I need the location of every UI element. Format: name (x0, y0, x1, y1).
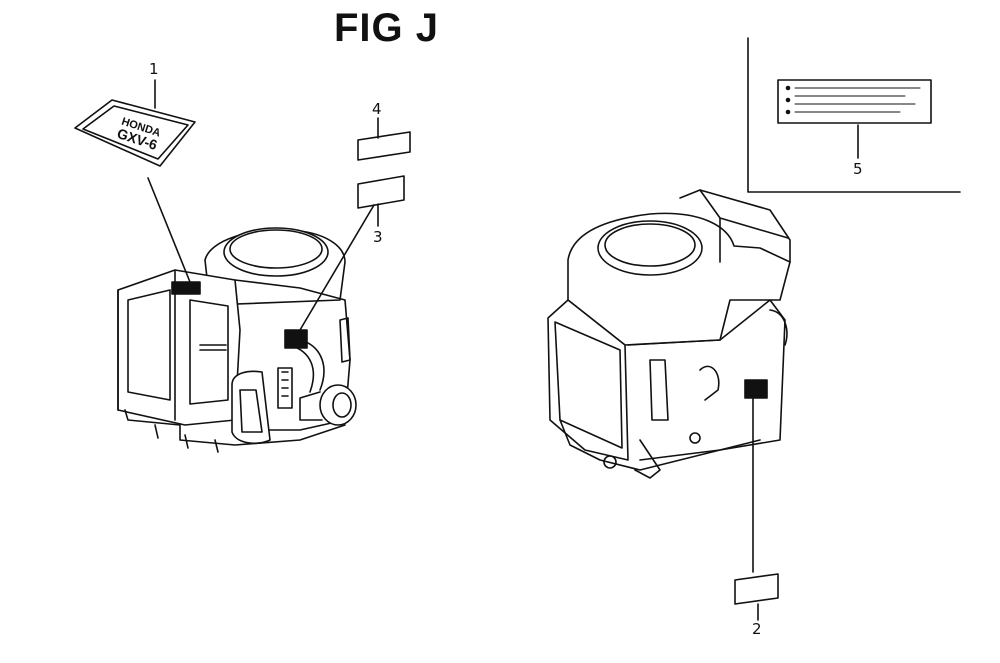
callout-4: 4 (372, 100, 382, 118)
part-1-name-plate (74, 99, 196, 167)
part-2-decal (734, 573, 779, 605)
label-location-right (744, 379, 768, 399)
label-location-side (284, 329, 308, 349)
callout-1: 1 (149, 60, 159, 78)
callout-5: 5 (853, 160, 863, 178)
right-engine (547, 189, 791, 479)
leader-1 (147, 177, 191, 283)
part-4-decal (357, 131, 411, 161)
part-5-label (777, 79, 932, 124)
figure-title: FIG J (334, 6, 440, 50)
leader-3 (299, 204, 375, 331)
callout-2: 2 (752, 620, 762, 638)
label-location-top (171, 281, 201, 295)
inset-frame (747, 37, 961, 193)
callout-3: 3 (373, 228, 383, 246)
part-3-decal (357, 175, 405, 209)
left-engine (117, 227, 357, 453)
